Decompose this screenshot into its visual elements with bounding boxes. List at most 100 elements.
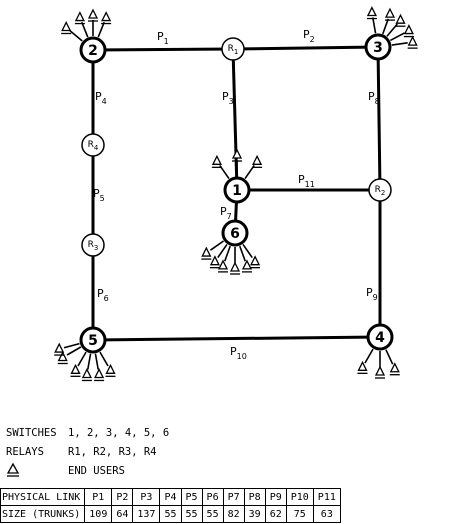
- link-cell: P2: [111, 488, 134, 506]
- relay-label-R2: R2: [375, 185, 386, 197]
- trunk-cell: 137: [132, 505, 161, 523]
- link-label-p2: P2: [303, 28, 315, 44]
- trunk-cell: 39: [243, 505, 266, 523]
- trunk-cell: 64: [111, 505, 134, 523]
- link-label-p7: P7: [220, 205, 232, 221]
- relay-label-letter: R: [88, 240, 94, 250]
- link-label-p6: P6: [97, 287, 109, 303]
- end-user-link: [94, 353, 99, 370]
- link-label-letter: P: [366, 286, 373, 299]
- switch-label-5: 5: [88, 333, 98, 349]
- link-label-number: 6: [104, 294, 109, 303]
- link-label-number: 3: [229, 97, 234, 106]
- end-user-link: [223, 245, 231, 262]
- link-cell: P1: [84, 488, 113, 506]
- end-user-link: [239, 245, 247, 262]
- switch-node-5: [79, 326, 107, 354]
- end-user-antenna-icon: [105, 363, 116, 377]
- end-user-antenna-icon: [87, 8, 99, 22]
- link-label-p8: P8: [368, 90, 380, 106]
- end-user-link: [209, 240, 224, 251]
- link-cell: P6: [201, 488, 224, 506]
- legend-relays-value: R1, R2, R3, R4: [68, 446, 157, 458]
- link-label-letter: P: [303, 28, 310, 41]
- legend-switches: SWITCHES 1, 2, 3, 4, 5, 6: [6, 424, 169, 443]
- end-user-antenna-icon: [70, 363, 81, 377]
- link-label-p9: P9: [366, 286, 378, 302]
- end-user-antenna-icon: [407, 35, 418, 49]
- relay-label-number: 2: [381, 189, 385, 197]
- legend-end-users: END USERS: [6, 462, 169, 485]
- physical-link-header: PHYSICAL LINK: [0, 488, 86, 506]
- end-user-antenna-icon: [201, 246, 212, 260]
- link-label-p1: P1: [157, 30, 169, 46]
- end-user-link: [69, 30, 83, 42]
- switch-node-3: [364, 33, 392, 61]
- relay-label-letter: R: [375, 185, 381, 195]
- trunk-cell: 109: [84, 505, 113, 523]
- end-user-link: [391, 42, 408, 46]
- end-user-link: [87, 353, 92, 370]
- relay-label-letter: R: [88, 140, 94, 150]
- link-label-letter: P: [298, 173, 305, 186]
- end-user-antenna-icon: [211, 154, 222, 168]
- end-user-antenna-icon: [241, 259, 253, 273]
- end-user-link: [364, 348, 374, 364]
- trunk-cell: 75: [285, 505, 314, 523]
- switch-node-4: [366, 323, 394, 351]
- end-user-antenna-icon: [250, 255, 261, 269]
- link-p10: [92, 335, 381, 342]
- trunk-cell: 82: [222, 505, 245, 523]
- link-label-number: 1: [164, 37, 169, 46]
- end-user-antenna-icon: [94, 368, 105, 382]
- link-label-p4: P4: [95, 90, 107, 106]
- link-label-number: 10: [237, 352, 247, 361]
- end-user-antenna-icon: [209, 255, 220, 269]
- link-label-number: 2: [310, 35, 315, 44]
- end-user-antenna-icon: [6, 462, 62, 485]
- physical-link-row: PHYSICAL LINK P1 P2 P3 P4 P5 P6 P7 P8 P9…: [0, 488, 341, 506]
- end-user-antenna-icon: [81, 368, 92, 382]
- link-label-letter: P: [220, 205, 227, 218]
- end-user-antenna-icon: [384, 7, 396, 21]
- switch-node-1: [223, 176, 251, 204]
- link-label-number: 8: [375, 97, 380, 106]
- end-user-antenna-icon: [101, 11, 112, 25]
- size-trunks-row: SIZE (TRUNKS) 109 64 137 55 55 55 82 39 …: [0, 505, 341, 523]
- link-label-number: 11: [305, 180, 315, 189]
- link-label-letter: P: [222, 90, 229, 103]
- link-label-letter: P: [95, 90, 102, 103]
- end-user-link: [97, 21, 105, 38]
- end-user-antenna-icon: [74, 11, 85, 25]
- link-label-p10: P10: [230, 345, 247, 361]
- end-user-antenna-icon: [229, 261, 241, 275]
- link-label-letter: P: [368, 90, 375, 103]
- link-label-p11: P11: [298, 173, 315, 189]
- link-label-letter: P: [93, 187, 100, 200]
- legend-switches-value: 1, 2, 3, 4, 5, 6: [68, 427, 170, 439]
- end-user-antenna-icon: [231, 148, 243, 162]
- end-user-antenna-icon: [389, 362, 400, 376]
- switch-label-3: 3: [373, 40, 383, 56]
- end-user-link: [81, 21, 89, 38]
- link-label-p5: P5: [93, 187, 105, 203]
- relay-label-letter: R: [228, 44, 234, 54]
- relay-node-R4: [81, 133, 105, 157]
- link-p2: [232, 45, 379, 51]
- link-size-table: PHYSICAL LINK P1 P2 P3 P4 P5 P6 P7 P8 P9…: [0, 488, 341, 523]
- link-label-p3: P3: [222, 90, 234, 106]
- link-cell: P7: [222, 488, 245, 506]
- switch-label-6: 6: [230, 226, 240, 242]
- trunk-cell: 63: [312, 505, 341, 523]
- end-user-link: [66, 346, 82, 356]
- link-cell: P5: [180, 488, 203, 506]
- link-label-number: 9: [373, 293, 378, 302]
- link-label-letter: P: [230, 345, 237, 358]
- legend: SWITCHES 1, 2, 3, 4, 5, 6 RELAYS R1, R2,…: [6, 424, 169, 485]
- end-user-antenna-icon: [217, 259, 229, 273]
- relay-node-R1: [221, 37, 245, 61]
- switch-node-6: [221, 219, 249, 247]
- relay-label-R3: R3: [88, 240, 99, 252]
- end-user-antenna-icon: [252, 154, 263, 168]
